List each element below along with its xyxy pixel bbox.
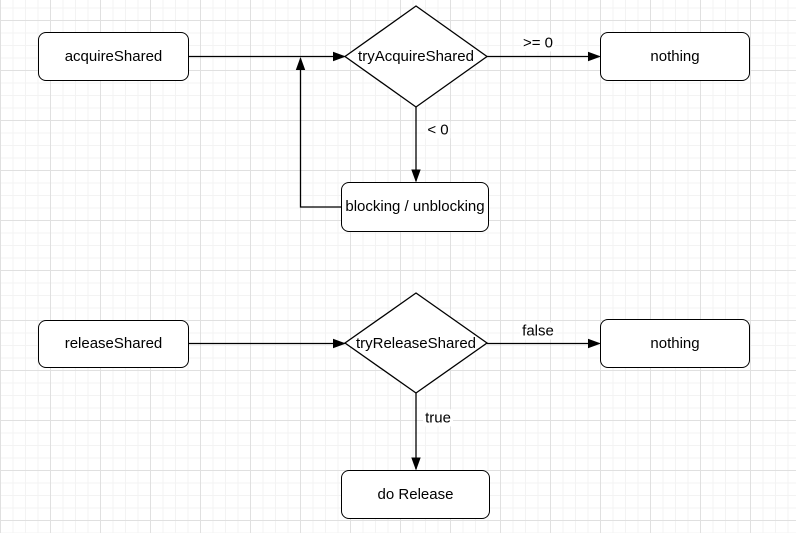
node-nothing-bottom-label: nothing [650, 334, 700, 352]
edge-label-lt-zero[interactable]: < 0 [425, 121, 451, 139]
decision-tryAcquireShared-label: tryAcquireShared [345, 6, 487, 107]
node-blocking-unblocking[interactable]: blocking / unblocking [341, 182, 489, 232]
node-nothing-top[interactable]: nothing [600, 32, 750, 81]
decision-tryReleaseShared-label: tryReleaseShared [345, 293, 487, 393]
edge-label-false[interactable]: false [520, 322, 556, 340]
node-doRelease[interactable]: do Release [341, 470, 490, 519]
node-nothing-top-label: nothing [650, 47, 700, 65]
node-acquireShared[interactable]: acquireShared [38, 32, 189, 81]
node-releaseShared[interactable]: releaseShared [38, 320, 189, 368]
decision-tryReleaseShared-diamond[interactable] [343, 292, 489, 394]
node-doRelease-label: do Release [377, 485, 454, 503]
node-nothing-bottom[interactable]: nothing [600, 319, 750, 368]
decision-tryReleaseShared-text: tryReleaseShared [355, 334, 477, 352]
edge-label-ge-zero[interactable]: >= 0 [520, 34, 556, 52]
decision-tryAcquireShared-diamond[interactable] [343, 5, 489, 108]
node-blocking-unblocking-label: blocking / unblocking [345, 198, 485, 215]
decision-tryAcquireShared-text: tryAcquireShared [358, 48, 474, 65]
node-acquireShared-label: acquireShared [64, 47, 163, 65]
node-releaseShared-label: releaseShared [64, 335, 163, 352]
edge-label-true[interactable]: true [423, 409, 453, 427]
edge-blocking-to-tryAcquireShared-loop[interactable] [295, 57, 342, 208]
